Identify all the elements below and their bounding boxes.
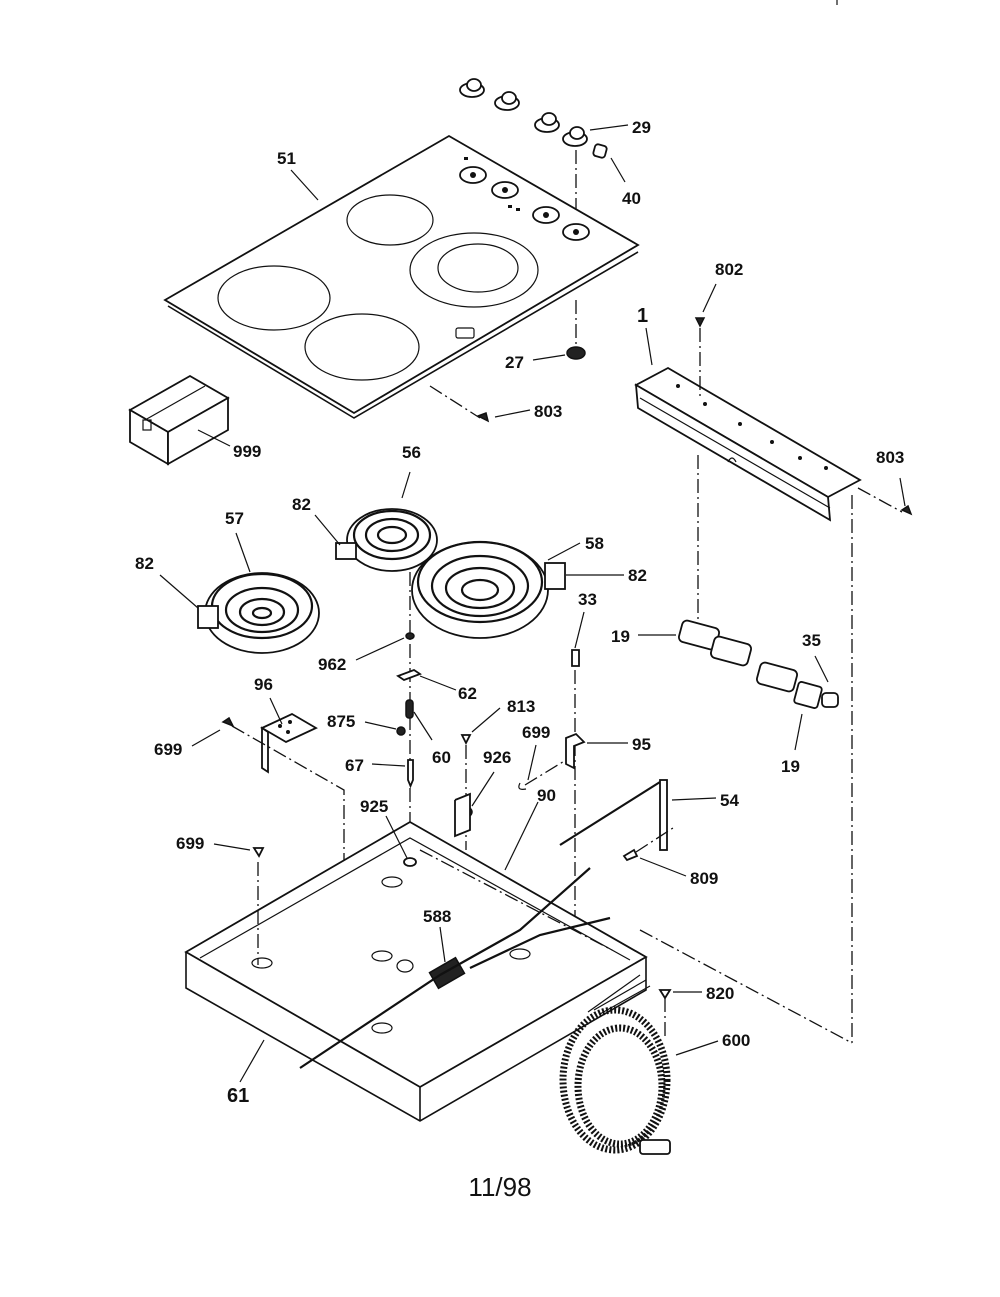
callout-35: 35 xyxy=(802,631,821,650)
screw xyxy=(460,734,472,746)
callout-803-left: 803 xyxy=(534,402,562,421)
callout-33: 33 xyxy=(578,590,597,609)
callout-54: 54 xyxy=(720,791,739,810)
knob xyxy=(494,91,520,111)
callout-51: 51 xyxy=(277,149,296,168)
bracket-95 xyxy=(565,732,586,770)
callout-27: 27 xyxy=(505,353,524,372)
callout-809: 809 xyxy=(690,869,718,888)
spring xyxy=(405,699,414,719)
callout-90: 90 xyxy=(537,786,556,805)
washer xyxy=(403,857,417,867)
bracket-96 xyxy=(260,712,318,774)
callout-926: 926 xyxy=(483,748,511,767)
nut xyxy=(396,726,406,736)
callout-820: 820 xyxy=(706,984,734,1003)
radiant-element-56 xyxy=(335,508,438,572)
callout-875: 875 xyxy=(327,712,355,731)
callout-40: 40 xyxy=(622,189,641,208)
control-marks xyxy=(459,157,590,241)
bracket-62 xyxy=(396,668,422,682)
burner-box xyxy=(184,792,648,1122)
literature-box xyxy=(128,374,230,466)
radiant-element-57 xyxy=(197,572,320,654)
callout-802: 802 xyxy=(715,260,743,279)
callout-699-left: 699 xyxy=(154,740,182,759)
screw xyxy=(900,504,913,516)
callout-600: 600 xyxy=(722,1031,750,1050)
callout-57: 57 xyxy=(225,509,244,528)
screw xyxy=(476,412,490,423)
callout-19-bottom: 19 xyxy=(781,757,800,776)
knob xyxy=(534,112,560,133)
knob xyxy=(562,126,588,147)
callout-588: 588 xyxy=(423,907,451,926)
screw xyxy=(252,847,265,858)
callout-82-right: 82 xyxy=(628,566,647,585)
radiant-element-58 xyxy=(411,540,566,639)
washer xyxy=(405,632,415,640)
callout-67: 67 xyxy=(345,756,364,775)
screw xyxy=(518,782,527,790)
indicator-light xyxy=(571,649,580,667)
callout-925: 925 xyxy=(360,797,388,816)
callout-19-top: 19 xyxy=(611,627,630,646)
callout-699-mid: 699 xyxy=(522,723,550,742)
callout-96: 96 xyxy=(254,675,273,694)
callout-962: 962 xyxy=(318,655,346,674)
callout-29: 29 xyxy=(632,118,651,137)
callout-58: 58 xyxy=(585,534,604,553)
control-panel-bracket xyxy=(634,366,862,522)
knob-group xyxy=(459,78,608,159)
callout-95: 95 xyxy=(632,735,651,754)
callout-699-lower: 699 xyxy=(176,834,204,853)
strap xyxy=(659,779,668,851)
callout-60: 60 xyxy=(432,748,451,767)
screw xyxy=(622,848,639,862)
callout-56: 56 xyxy=(402,443,421,462)
callout-813: 813 xyxy=(507,697,535,716)
grommet xyxy=(566,346,586,360)
glass-cooktop xyxy=(163,134,640,419)
callout-82-left: 82 xyxy=(135,554,154,573)
screw xyxy=(658,989,672,1000)
screw xyxy=(221,716,235,728)
infinite-switch-pair-top xyxy=(678,619,752,667)
callout-1: 1 xyxy=(637,305,648,327)
callout-61: 61 xyxy=(227,1085,249,1107)
page-date-footer: 11/98 xyxy=(468,1172,532,1202)
callout-803-right: 803 xyxy=(876,448,904,467)
callout-62: 62 xyxy=(458,684,477,703)
knob-insert xyxy=(592,143,608,159)
stud xyxy=(407,759,414,789)
conduit-harness xyxy=(559,974,671,1155)
knob xyxy=(459,78,485,98)
callout-999: 999 xyxy=(233,442,261,461)
callout-82-top: 82 xyxy=(292,495,311,514)
infinite-switch-pair-bottom xyxy=(756,661,839,709)
screw xyxy=(694,317,706,328)
